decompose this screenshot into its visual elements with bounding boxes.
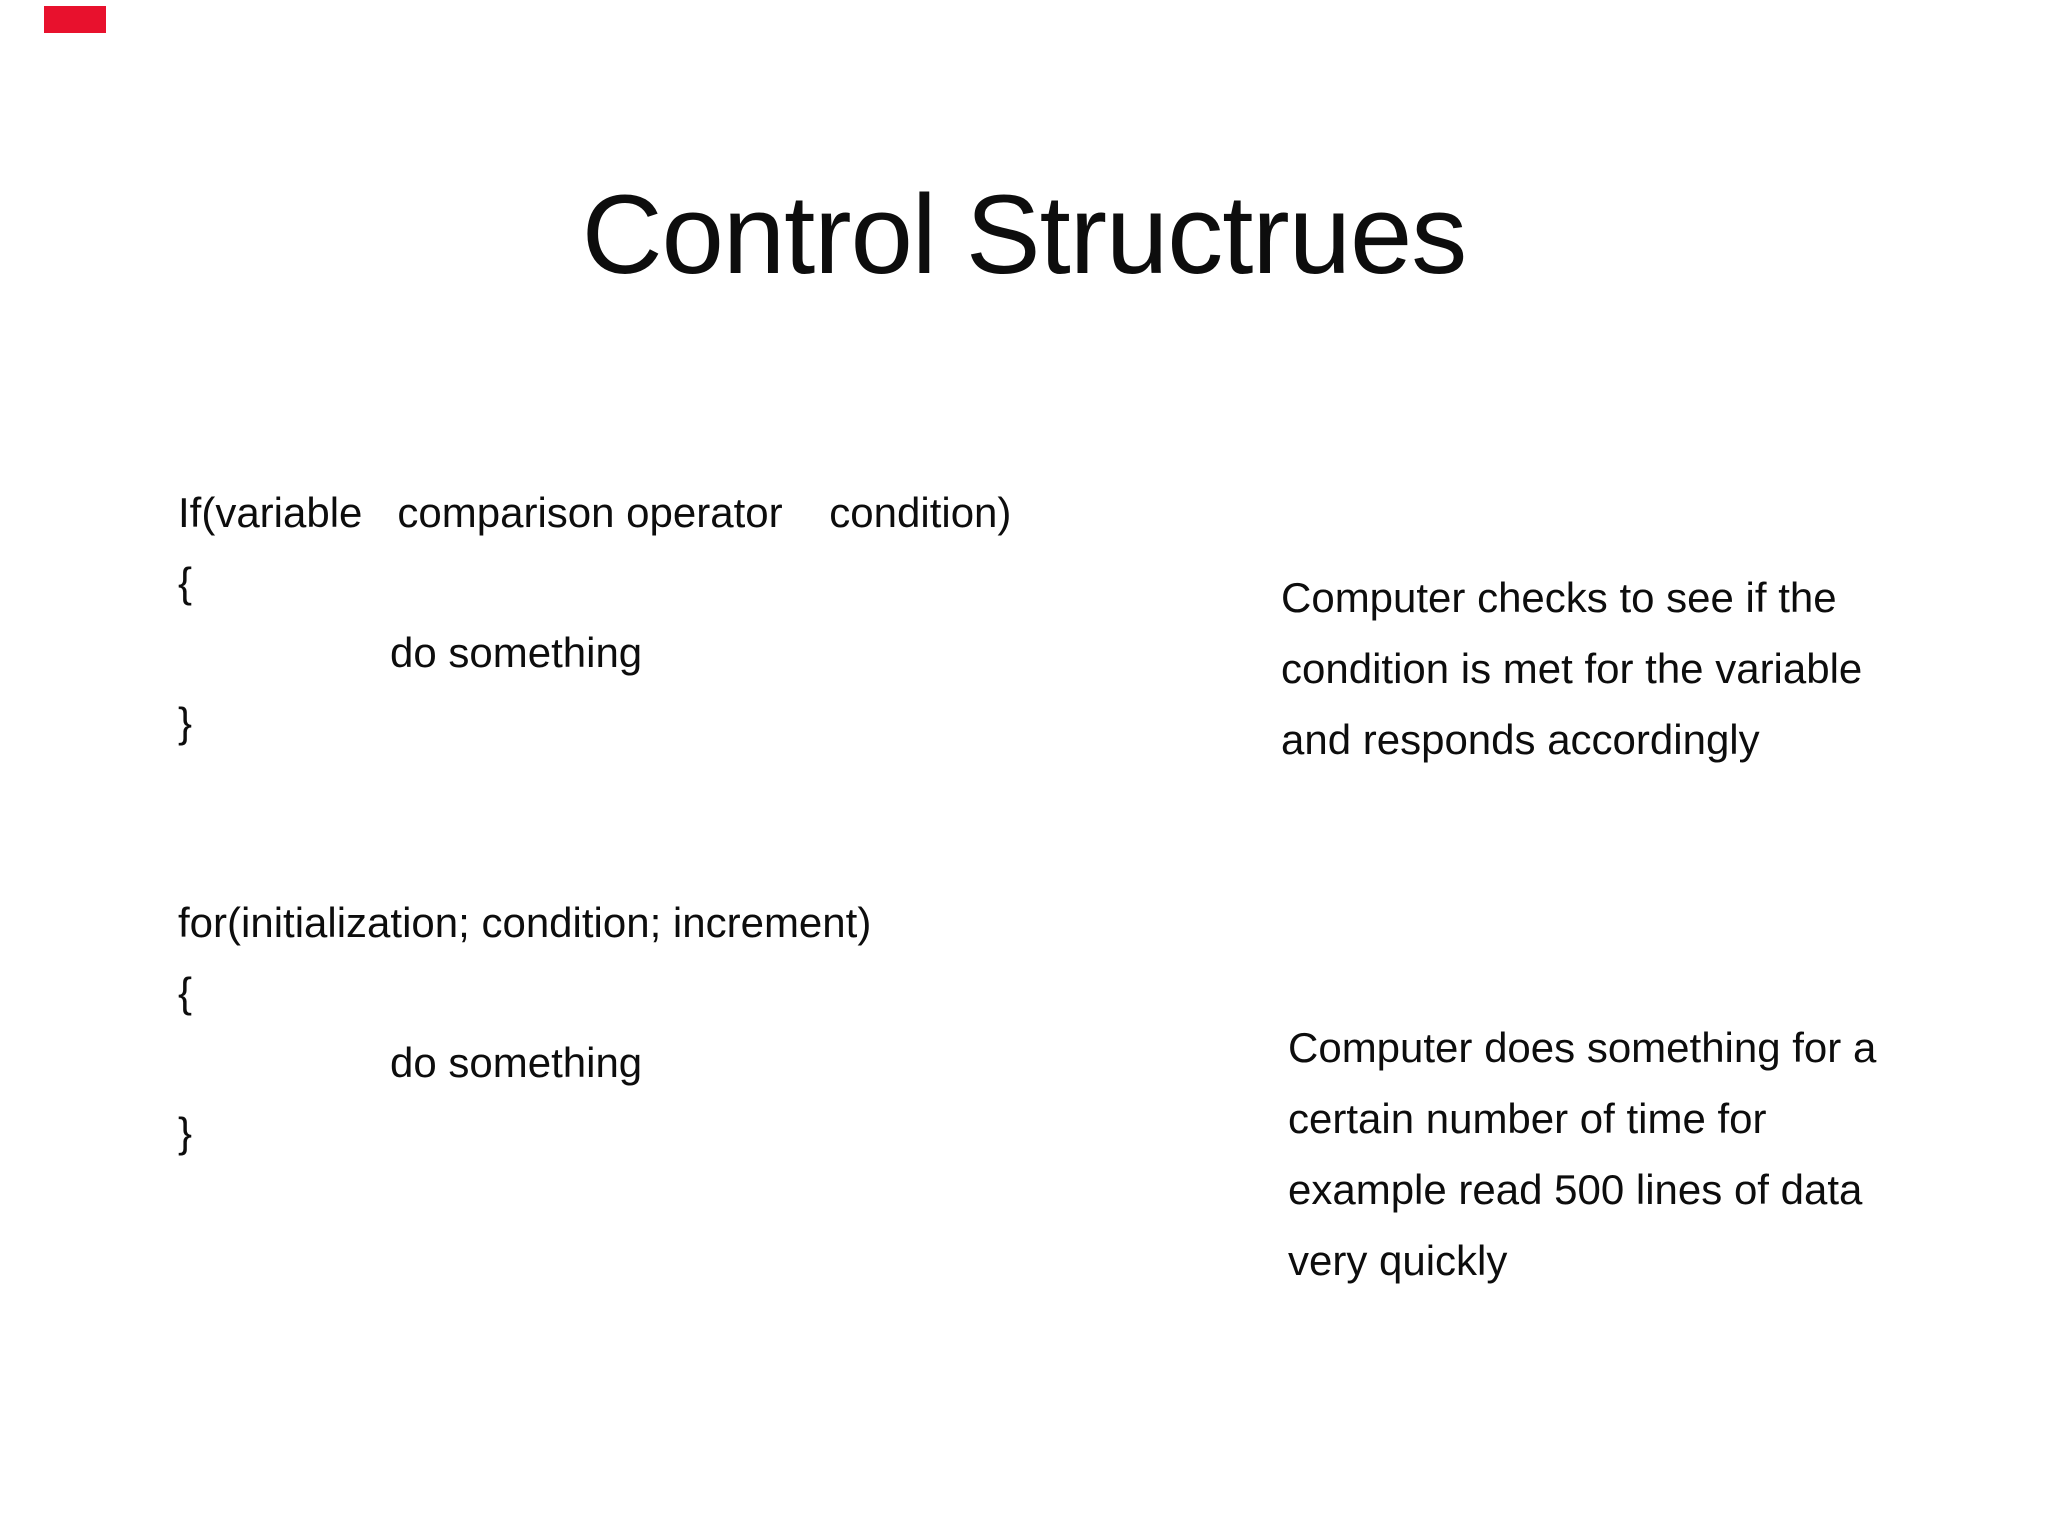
for-annotation-line: Computer does something for a: [1288, 1024, 1877, 1071]
if-annotation-line: Computer checks to see if the: [1281, 574, 1837, 621]
for-code-line-open-brace: {: [178, 969, 193, 1016]
page-title: Control Structrues: [581, 172, 1468, 298]
for-annotation: Computer does something for a certain nu…: [1288, 1012, 1876, 1296]
if-code-line-close-brace: }: [178, 699, 193, 746]
for-code-block: for(initialization; condition; increment…: [178, 888, 871, 1168]
for-annotation-line: example read 500 lines of data: [1288, 1166, 1863, 1213]
if-code-line-signature: If(variable comparison operator conditio…: [178, 489, 1012, 536]
if-annotation: Computer checks to see if the condition …: [1281, 562, 1862, 775]
if-code-line-open-brace: {: [178, 559, 193, 606]
if-annotation-line: and responds accordingly: [1281, 716, 1760, 763]
if-code-block: If(variable comparison operator conditio…: [178, 478, 1011, 758]
for-code-line-close-brace: }: [178, 1109, 193, 1156]
for-code-line-body: do something: [390, 1039, 643, 1086]
if-code-line-body: do something: [390, 629, 643, 676]
for-annotation-line: certain number of time for: [1288, 1095, 1767, 1142]
for-annotation-line: very quickly: [1288, 1237, 1508, 1284]
for-code-line-signature: for(initialization; condition; increment…: [178, 899, 872, 946]
red-marker: [44, 6, 106, 33]
if-annotation-line: condition is met for the variable: [1281, 645, 1863, 692]
